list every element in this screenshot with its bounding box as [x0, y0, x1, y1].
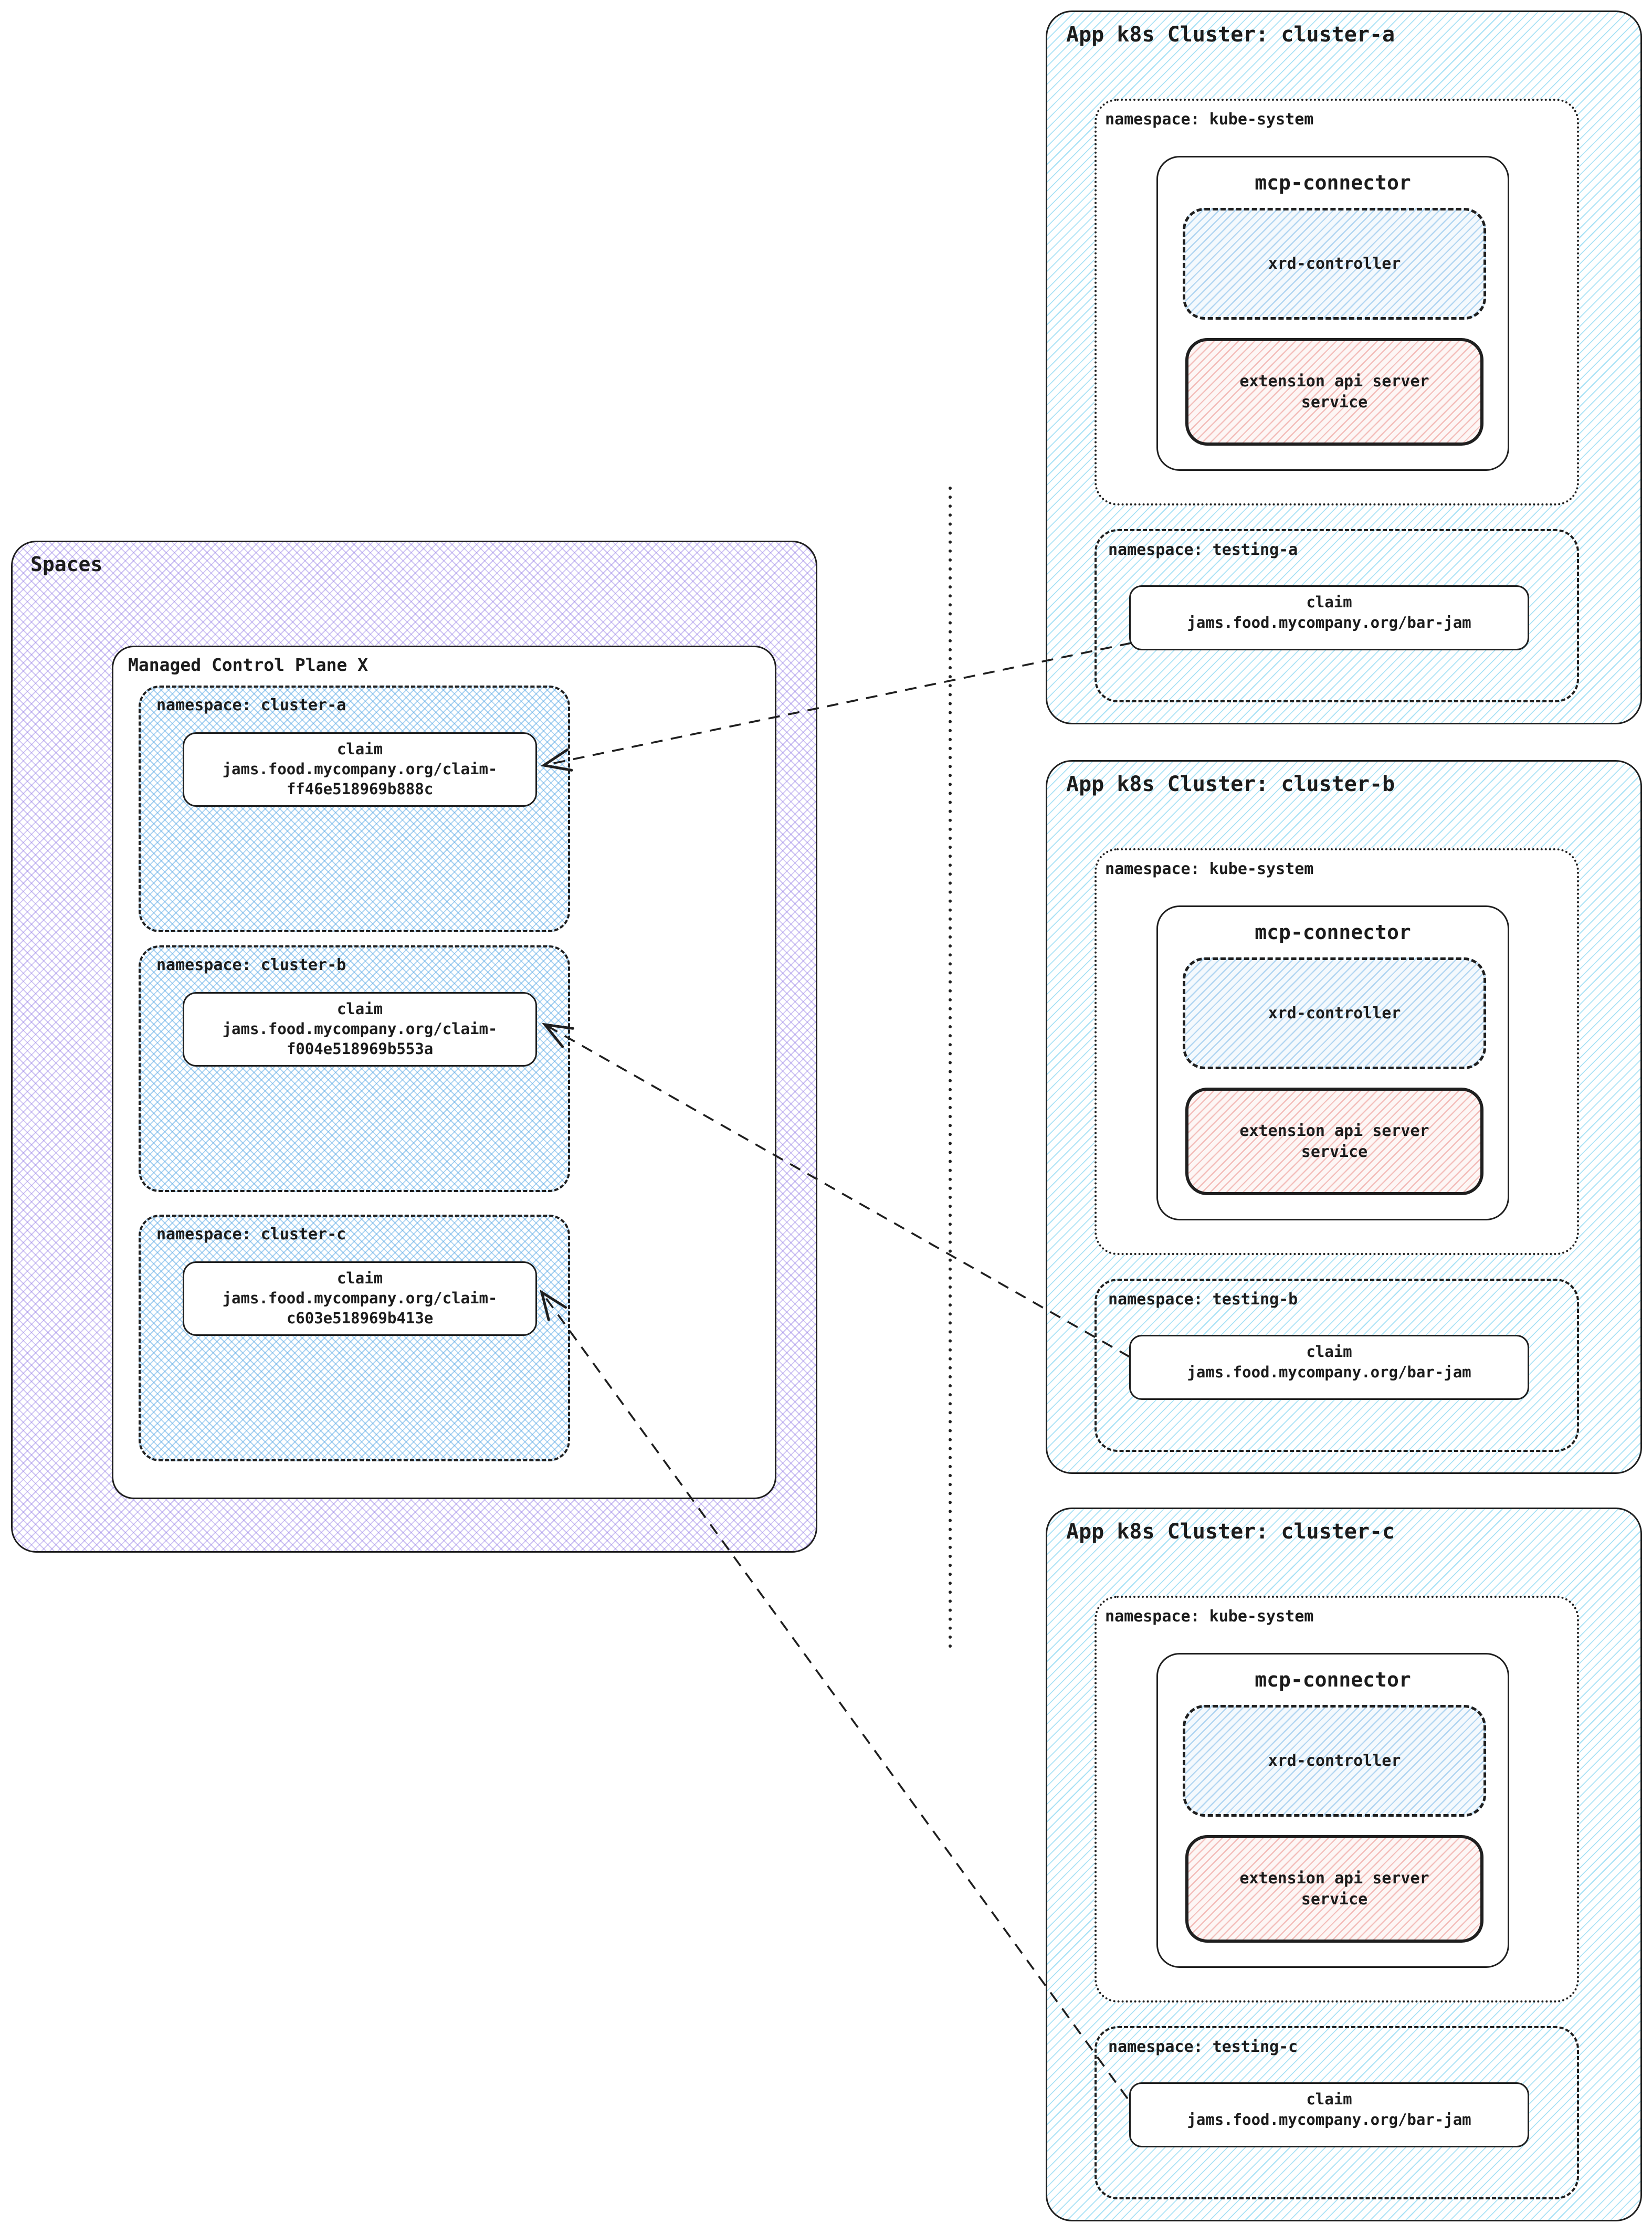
testing-c-label: namespace: testing-c — [1108, 2038, 1298, 2056]
claim-path: jams.food.mycompany.org/claim- — [222, 1289, 498, 1307]
extension-line1: extension api server — [1239, 372, 1429, 391]
spaces-title: Spaces — [30, 553, 103, 576]
claim-title: claim — [336, 740, 383, 758]
kube-system-label: namespace: kube-system — [1105, 1607, 1314, 1626]
cluster-c-testing-namespace-box: namespace: testing-c claim jams.food.myc… — [1095, 2026, 1579, 2199]
cluster-a-mcp-connector-box: mcp-connector xrd-controller extension a… — [1156, 156, 1509, 471]
claim-path: jams.food.mycompany.org/claim- — [222, 1020, 498, 1038]
claim-path: jams.food.mycompany.org/claim- — [222, 760, 498, 778]
namespace-cluster-c-label: namespace: cluster-c — [156, 1225, 346, 1244]
extension-line2: service — [1301, 1890, 1368, 1909]
cluster-c-extension-api-server-box: extension api server service — [1185, 1835, 1483, 1943]
cluster-b-mcp-connector-box: mcp-connector xrd-controller extension a… — [1156, 905, 1509, 1220]
cluster-b-xrd-controller-box: xrd-controller — [1183, 957, 1486, 1069]
cluster-c-title: App k8s Cluster: cluster-c — [1066, 1520, 1395, 1544]
extension-line1: extension api server — [1239, 1869, 1429, 1888]
kube-system-label: namespace: kube-system — [1105, 110, 1314, 129]
cluster-c-claim-box: claim jams.food.mycompany.org/bar-jam — [1129, 2082, 1529, 2147]
app-k8s-cluster-b-box: App k8s Cluster: cluster-b namespace: ku… — [1046, 760, 1642, 1474]
claim-hash: ff46e518969b888c — [286, 780, 434, 798]
app-k8s-cluster-a-box: App k8s Cluster: cluster-a namespace: ku… — [1046, 10, 1642, 724]
claim-title: claim — [336, 1269, 383, 1287]
cluster-a-title: App k8s Cluster: cluster-a — [1066, 23, 1395, 47]
cluster-c-mcp-connector-box: mcp-connector xrd-controller extension a… — [1156, 1653, 1509, 1968]
cluster-b-title: App k8s Cluster: cluster-b — [1066, 772, 1395, 796]
claim-title: claim — [1306, 1343, 1352, 1361]
cluster-a-testing-namespace-box: namespace: testing-a claim jams.food.myc… — [1095, 529, 1579, 702]
cluster-b-kube-system-box: namespace: kube-system mcp-connector xrd… — [1095, 848, 1579, 1255]
mcp-connector-title: mcp-connector — [1255, 1668, 1411, 1691]
claim-title: claim — [336, 1000, 383, 1018]
claim-box-cluster-a: claim jams.food.mycompany.org/claim- ff4… — [183, 732, 537, 807]
cluster-c-xrd-controller-box: xrd-controller — [1183, 1705, 1486, 1817]
cluster-b-extension-api-server-box: extension api server service — [1185, 1088, 1483, 1195]
kube-system-label: namespace: kube-system — [1105, 860, 1314, 878]
claim-box-cluster-b: claim jams.food.mycompany.org/claim- f00… — [183, 992, 537, 1067]
managed-control-plane-box: Managed Control Plane X namespace: clust… — [112, 646, 776, 1499]
namespace-cluster-c-box: namespace: cluster-c claim jams.food.myc… — [139, 1215, 570, 1461]
claim-hash: f004e518969b553a — [286, 1040, 434, 1058]
cluster-a-xrd-controller-box: xrd-controller — [1183, 208, 1486, 320]
spaces-container: Spaces Managed Control Plane X namespace… — [11, 541, 817, 1553]
namespace-cluster-b-label: namespace: cluster-b — [156, 956, 346, 974]
app-k8s-cluster-c-box: App k8s Cluster: cluster-c namespace: ku… — [1046, 1508, 1642, 2221]
claim-value: jams.food.mycompany.org/bar-jam — [1187, 614, 1471, 631]
cluster-a-extension-api-server-box: extension api server service — [1185, 338, 1483, 446]
cluster-c-kube-system-box: namespace: kube-system mcp-connector xrd… — [1095, 1596, 1579, 2003]
claim-title: claim — [1306, 2090, 1352, 2108]
extension-line2: service — [1301, 1142, 1368, 1161]
cluster-a-kube-system-box: namespace: kube-system mcp-connector xrd… — [1095, 99, 1579, 505]
claim-box-cluster-c: claim jams.food.mycompany.org/claim- c60… — [183, 1261, 537, 1336]
namespace-cluster-a-box: namespace: cluster-a claim jams.food.myc… — [139, 686, 570, 932]
namespace-cluster-b-box: namespace: cluster-b claim jams.food.myc… — [139, 945, 570, 1192]
claim-title: claim — [1306, 593, 1352, 611]
cluster-b-claim-box: claim jams.food.mycompany.org/bar-jam — [1129, 1335, 1529, 1400]
managed-control-plane-title: Managed Control Plane X — [128, 655, 368, 675]
claim-value: jams.food.mycompany.org/bar-jam — [1187, 2111, 1471, 2128]
mcp-connector-title: mcp-connector — [1255, 921, 1411, 944]
cluster-a-claim-box: claim jams.food.mycompany.org/bar-jam — [1129, 585, 1529, 650]
claim-value: jams.food.mycompany.org/bar-jam — [1187, 1363, 1471, 1381]
extension-line1: extension api server — [1239, 1121, 1429, 1140]
cluster-b-testing-namespace-box: namespace: testing-b claim jams.food.myc… — [1095, 1279, 1579, 1452]
testing-a-label: namespace: testing-a — [1108, 541, 1298, 559]
testing-b-label: namespace: testing-b — [1108, 1290, 1298, 1309]
namespace-cluster-a-label: namespace: cluster-a — [156, 696, 346, 714]
mcp-connector-title: mcp-connector — [1255, 171, 1411, 194]
claim-hash: c603e518969b413e — [286, 1309, 434, 1327]
extension-line2: service — [1301, 393, 1368, 412]
